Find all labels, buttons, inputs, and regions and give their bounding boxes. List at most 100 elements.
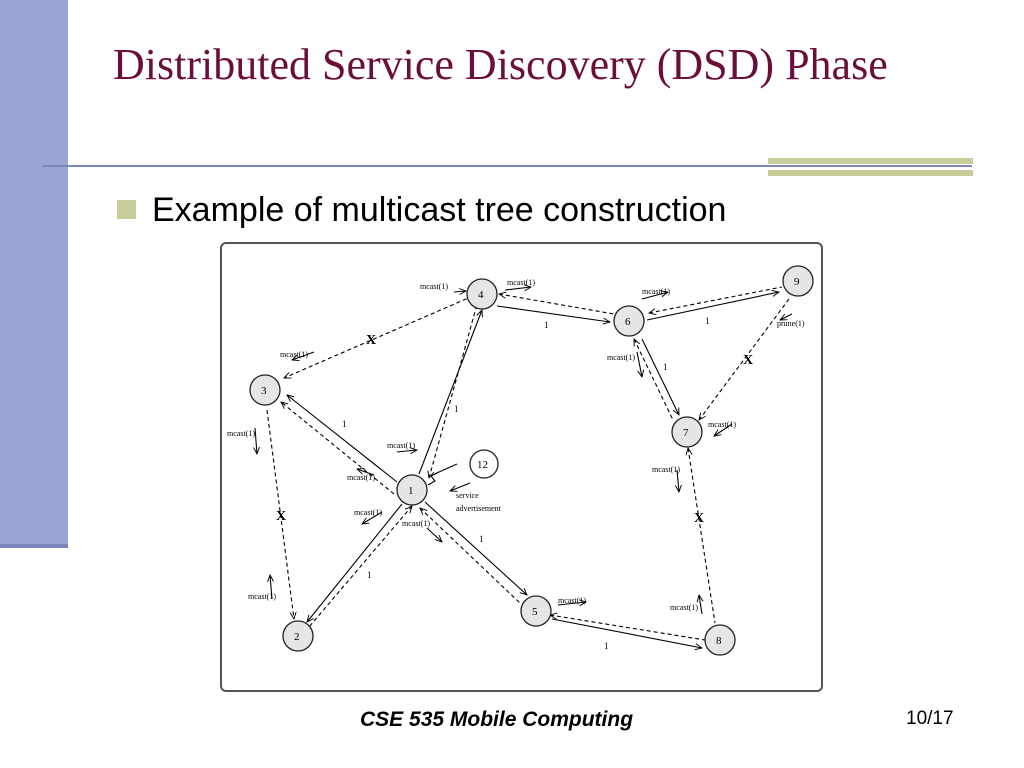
- hop-label: 1: [544, 320, 549, 330]
- mcast-label: mcast(1): [280, 350, 308, 359]
- node-4: 4: [466, 278, 498, 310]
- dashed-1-4: [429, 307, 477, 478]
- edge-1-4: [418, 310, 482, 475]
- node-label: 8: [716, 635, 722, 647]
- bullet-text: Example of multicast tree construction: [152, 191, 727, 229]
- dashed-6-9: [649, 286, 783, 313]
- dashed-1-5: [420, 508, 522, 605]
- msg-arrow: [699, 595, 702, 615]
- msg-arrow: [677, 469, 679, 492]
- mcast-label: mcast(1): [507, 278, 535, 287]
- hop-label: 1: [705, 316, 710, 326]
- node-8: 8: [704, 624, 736, 656]
- hop-label: 1: [367, 570, 372, 580]
- msg-arrow: [641, 292, 668, 300]
- node-label: 9: [794, 276, 800, 288]
- mcast-label: mcast(1): [420, 282, 448, 291]
- hop-label: 1: [454, 404, 459, 414]
- dashed-3-2: [266, 409, 294, 619]
- node-1: 1: [396, 474, 428, 506]
- multicast-tree-figure: mcast(1) mcast(1) mcast(1) mcast(1) mcas…: [220, 242, 823, 692]
- blocked-mark: X: [276, 509, 286, 524]
- service-advertisement-label: advertisement: [456, 504, 502, 513]
- edge-1-5: [424, 501, 527, 595]
- msg-arrow: [357, 469, 375, 476]
- node-label: 1: [408, 485, 414, 497]
- bullet-square-icon: [117, 200, 136, 219]
- node-label: 6: [625, 316, 631, 328]
- msg-arrow: [255, 427, 257, 454]
- node-label: 7: [683, 427, 689, 439]
- dashed-edges: [266, 286, 790, 641]
- dashed-7-8: [688, 448, 716, 624]
- node-label: 5: [532, 606, 538, 618]
- slide-sidebar-band: [0, 0, 68, 548]
- edge-4-6: [496, 305, 610, 322]
- prune-label: prune(1): [777, 319, 805, 328]
- node-9: 9: [782, 265, 814, 297]
- node-label: 2: [294, 631, 300, 643]
- mcast-label: mcast(1): [708, 420, 736, 429]
- message-arrows: [255, 287, 793, 615]
- mcast-label: mcast(1): [652, 465, 680, 474]
- edge-1-3: [287, 395, 398, 483]
- slide-sidebar-shadow: [0, 544, 68, 548]
- title-accent-bar-lower: [768, 170, 973, 176]
- node-label: 4: [478, 289, 484, 301]
- node-label: 3: [261, 385, 267, 397]
- msg-arrow: [292, 351, 315, 360]
- dashed-6-7: [633, 339, 674, 421]
- mcast-label: mcast(1): [248, 592, 276, 601]
- edge-1-2: [307, 503, 403, 622]
- node-5: 5: [520, 595, 552, 627]
- dashed-1-3: [281, 402, 395, 495]
- edge-5-8: [551, 618, 702, 648]
- msg-arrow: [426, 527, 442, 542]
- mcast-label: mcast(1): [402, 519, 430, 528]
- msg-arrow: [504, 287, 531, 290]
- blocked-mark: X: [743, 353, 753, 368]
- node-7: 7: [671, 416, 703, 448]
- title-accent-bar: [768, 158, 973, 164]
- mcast-label: mcast(1): [347, 473, 375, 482]
- msg-arrow: [270, 575, 272, 600]
- node-label: 12: [477, 459, 488, 471]
- msg-arrow: [557, 602, 586, 605]
- mcast-label: mcast(1): [354, 508, 382, 517]
- node-6: 6: [613, 305, 645, 337]
- mcast-label: mcast(1): [227, 429, 255, 438]
- edge-6-9: [646, 292, 779, 321]
- edge-6-7: [641, 338, 679, 415]
- mcast-label: mcast(1): [558, 596, 586, 605]
- dashed-5-8: [550, 615, 706, 641]
- dashed-4-3: [284, 295, 474, 378]
- msg-arrow: [453, 291, 466, 292]
- msg-arrow: [450, 482, 471, 491]
- node-12: 12: [469, 449, 499, 479]
- blocked-mark: X: [694, 511, 704, 526]
- edge-1-12-wireless: [427, 463, 458, 486]
- solid-edges: [287, 292, 779, 648]
- msg-arrow: [714, 423, 733, 436]
- mcast-label: mcast(1): [387, 441, 415, 450]
- blocked-mark: X: [366, 333, 376, 348]
- mcast-label: mcast(1): [670, 603, 698, 612]
- hop-label: 1: [604, 641, 609, 651]
- msg-arrow: [636, 351, 642, 377]
- slide-footer: CSE 535 Mobile Computing: [360, 708, 634, 731]
- edge-labels: mcast(1) mcast(1) mcast(1) mcast(1) mcas…: [227, 278, 805, 651]
- node-3: 3: [249, 374, 281, 406]
- title-divider: [42, 165, 972, 167]
- slide-page-number: 10/17: [906, 708, 954, 729]
- hop-label: 1: [663, 362, 668, 372]
- mcast-label: mcast(1): [642, 287, 670, 296]
- dashed-4-6: [499, 294, 615, 315]
- hop-label: 1: [342, 419, 347, 429]
- service-advertisement-label: service: [456, 491, 479, 500]
- hop-label: 1: [479, 534, 484, 544]
- node-2: 2: [282, 620, 314, 652]
- slide-title: Distributed Service Discovery (DSD) Phas…: [113, 40, 888, 89]
- multicast-tree-diagram: mcast(1) mcast(1) mcast(1) mcast(1) mcas…: [227, 265, 814, 656]
- dashed-1-2: [308, 506, 412, 628]
- mcast-label: mcast(1): [607, 353, 635, 362]
